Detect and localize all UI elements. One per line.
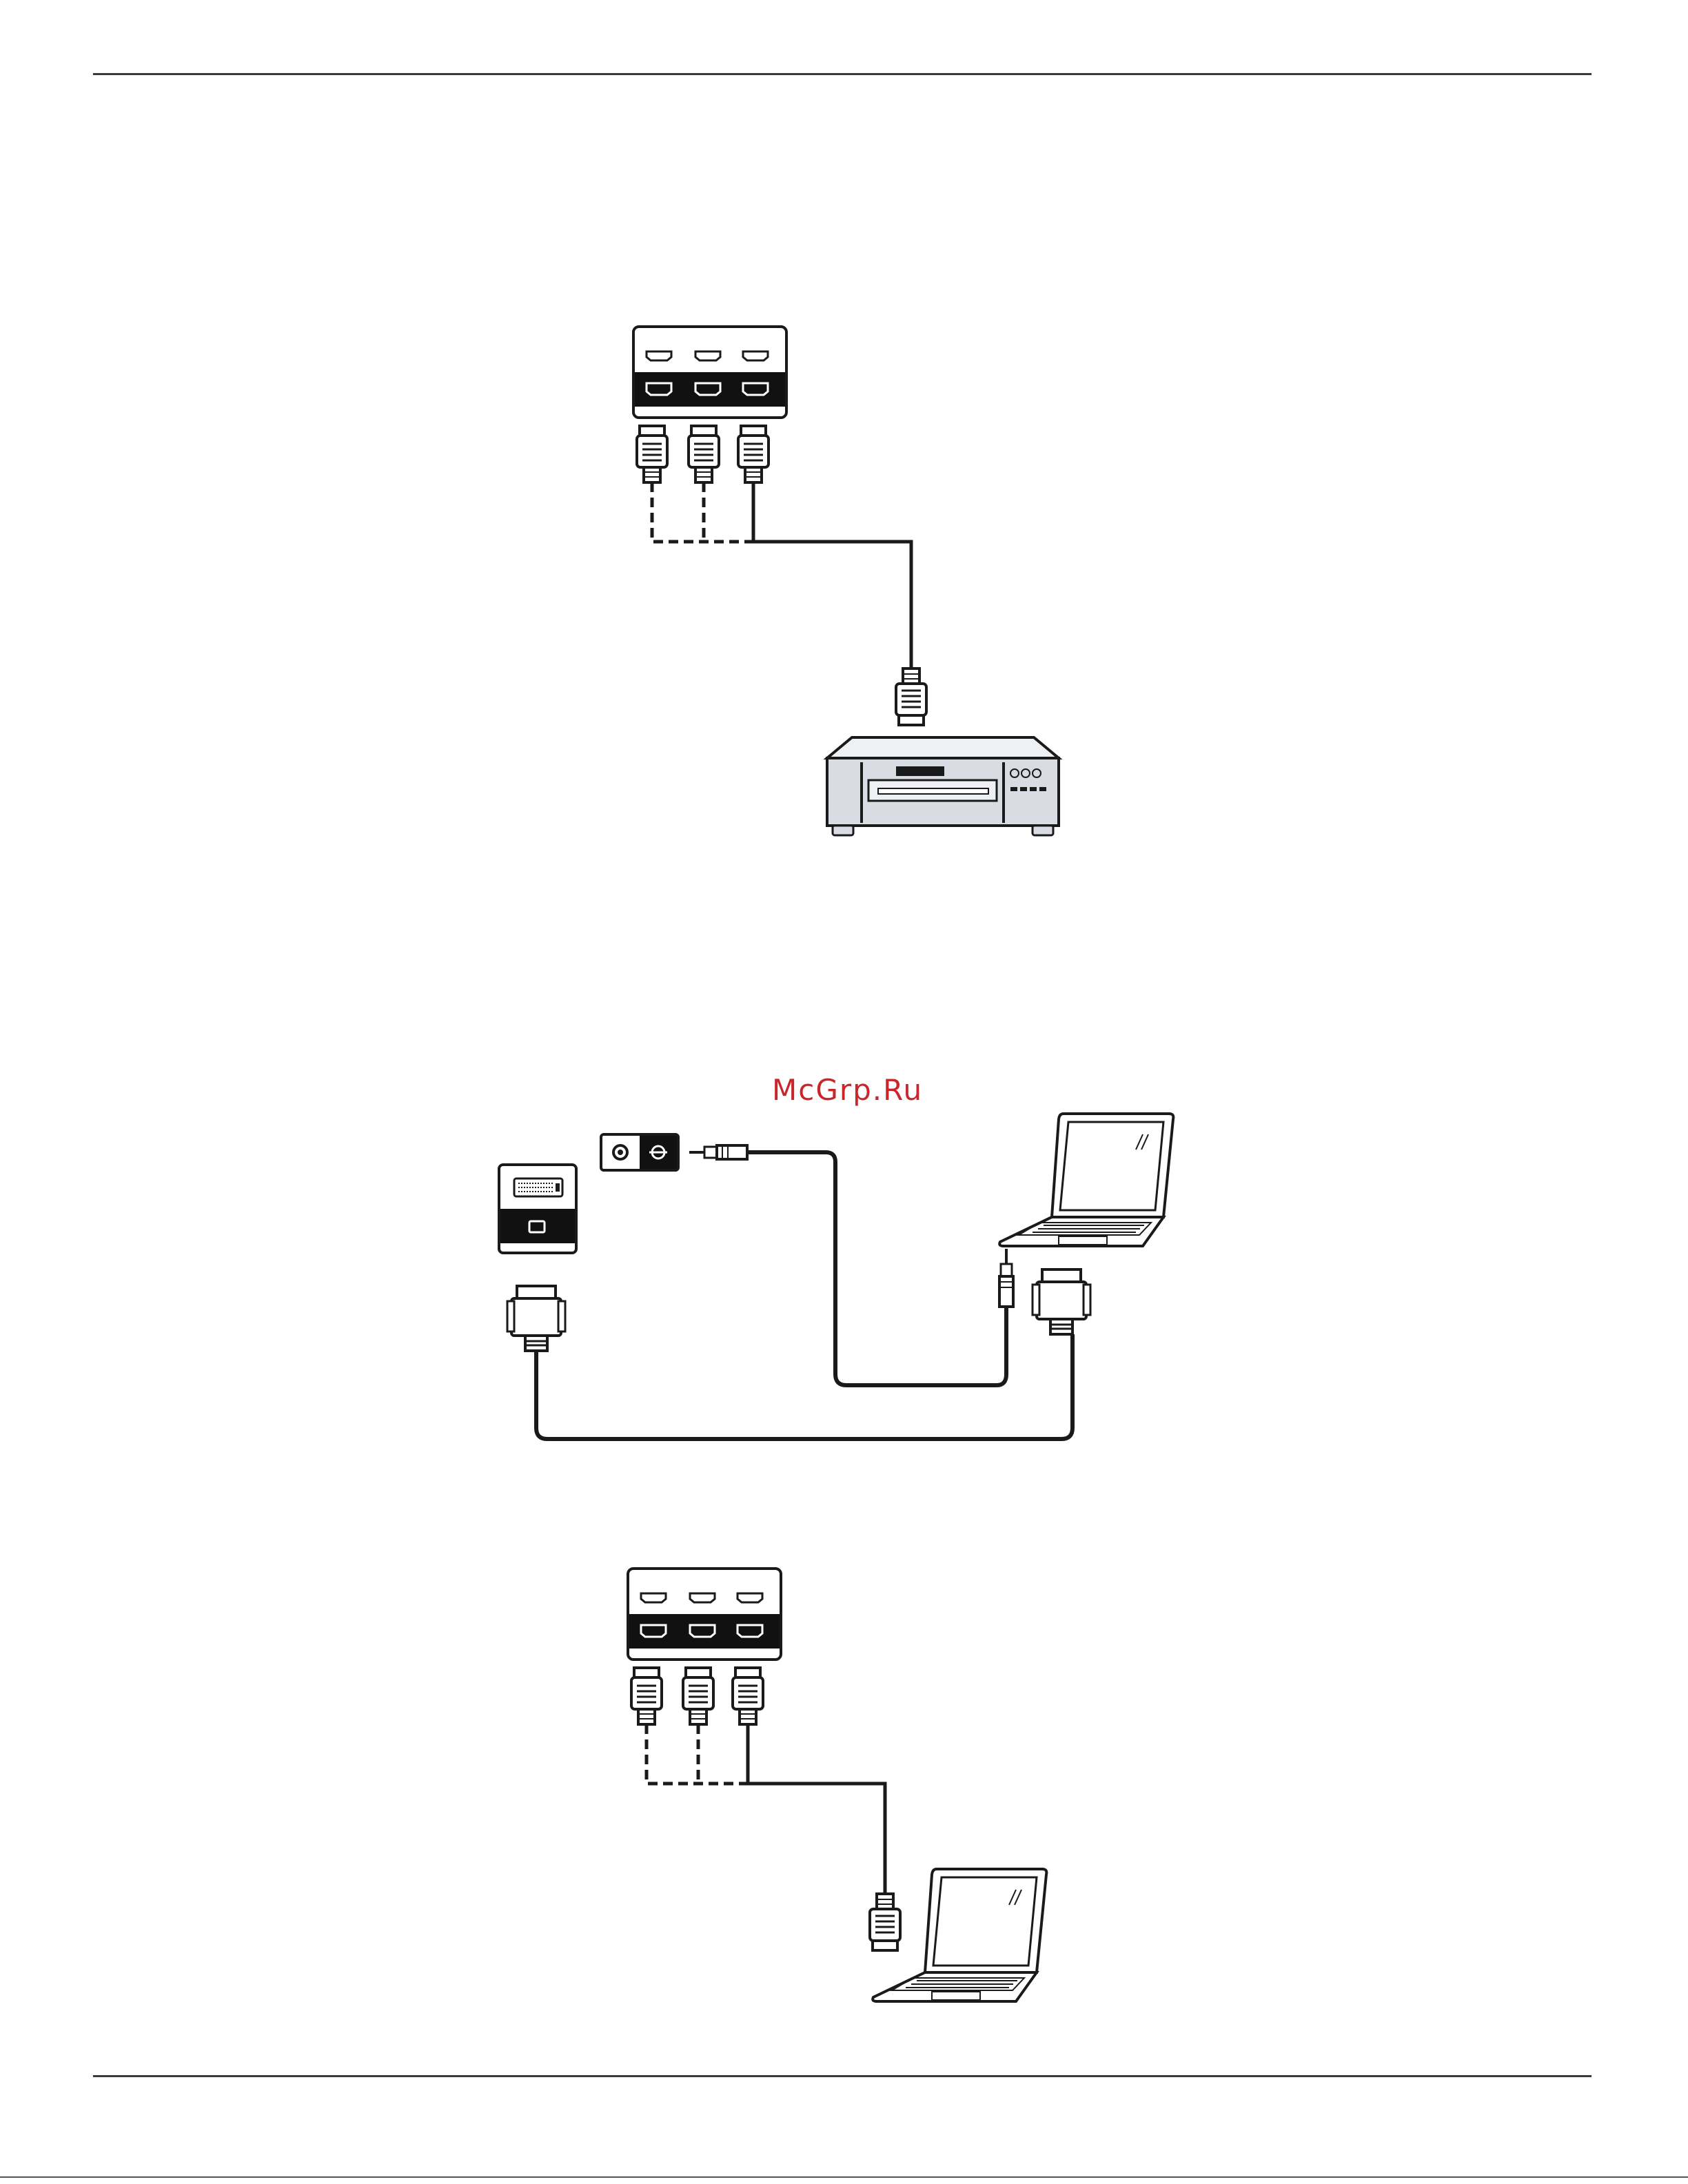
audio-cable-icon	[747, 1152, 1006, 1385]
hdmi-plug-1	[637, 426, 667, 482]
hdmi-cable-alt-dashed	[652, 482, 753, 542]
hdmi-plug-3	[733, 1668, 763, 1724]
hdmi-plug-2	[683, 1668, 713, 1724]
dvi-plug-panel	[507, 1286, 565, 1351]
dvi-audio-diagram	[499, 1114, 1173, 1439]
hdmi-plug-source	[896, 669, 926, 725]
hdmi-cable-icon	[753, 482, 911, 667]
bottom-divider	[93, 2075, 1592, 2077]
hdmi-plug-source	[870, 1894, 900, 1950]
audio-plug-panel	[689, 1145, 747, 1159]
watermark-text: McGrp.Ru	[772, 1073, 923, 1107]
audio-in-jack-icon	[601, 1134, 678, 1170]
hdmi-plug-3	[738, 426, 769, 482]
hdmi-ports-panel-icon	[633, 327, 786, 418]
hdmi-av-diagram	[633, 327, 1059, 835]
laptop-icon	[999, 1114, 1173, 1246]
hdmi-ports-panel-icon	[628, 1569, 781, 1660]
dvi-plug-pc	[1033, 1269, 1090, 1334]
footer-edge-line	[0, 2176, 1688, 2178]
hdmi-plug-1	[631, 1668, 662, 1724]
hdmi-plug-2	[689, 426, 719, 482]
audio-plug-pc	[999, 1249, 1013, 1307]
hdmi-cable-alt-dashed	[647, 1724, 748, 1784]
hdmi-cable-icon	[748, 1724, 885, 1892]
dvi-port-panel-icon	[499, 1165, 576, 1253]
dvd-player-icon	[827, 737, 1059, 835]
hdmi-pc-diagram	[628, 1569, 1046, 2001]
